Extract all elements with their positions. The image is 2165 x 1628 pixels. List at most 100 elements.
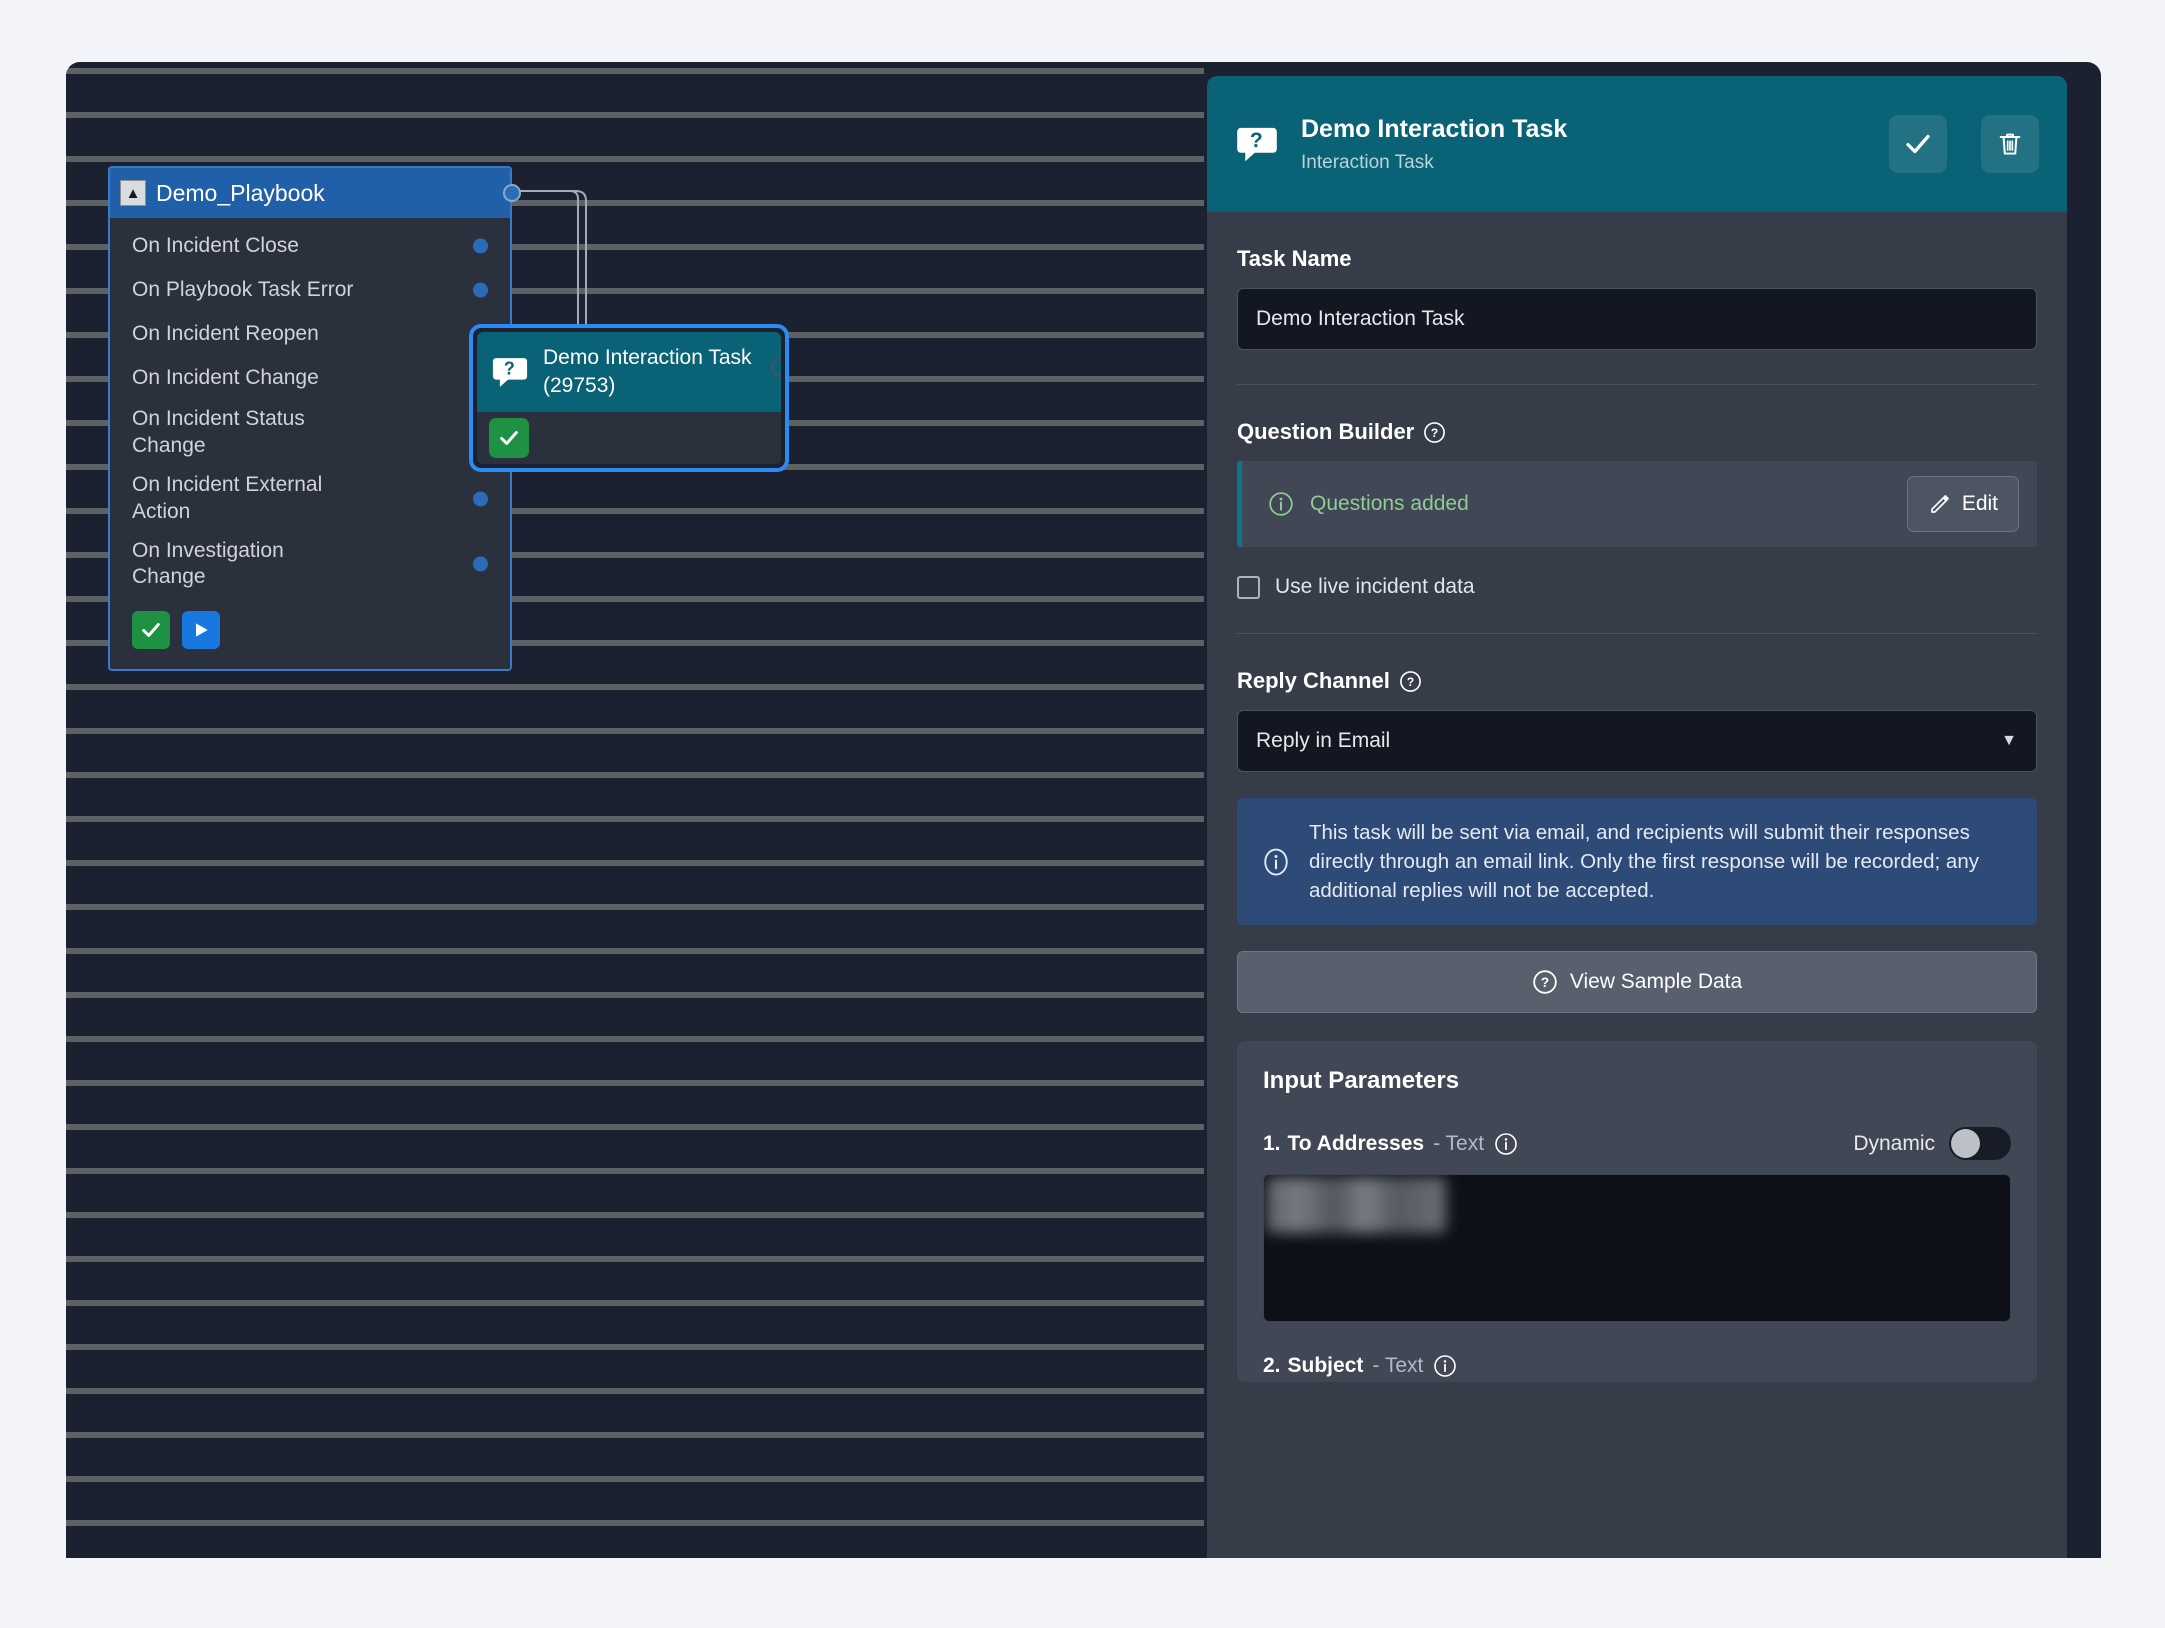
email-info-text: This task will be sent via email, and re…: [1309, 818, 2013, 905]
chevron-up-icon[interactable]: ▲: [120, 180, 146, 206]
question-builder-label-text: Question Builder: [1237, 419, 1414, 445]
task-name-input[interactable]: [1237, 288, 2037, 350]
svg-text:?: ?: [1407, 674, 1414, 688]
divider: [1237, 633, 2037, 634]
to-addresses-input[interactable]: [1263, 1174, 2011, 1322]
task-details-panel: ? Demo Interaction Task Interaction Task: [1207, 76, 2067, 1558]
playbook-node-header[interactable]: ▲ Demo_Playbook: [110, 168, 510, 218]
check-icon: [498, 427, 520, 449]
panel-body: Task Name Question Builder ? Questions a…: [1207, 212, 2067, 1558]
trigger-port[interactable]: [473, 557, 488, 572]
trigger-row[interactable]: On Incident External Action: [110, 466, 510, 532]
pencil-icon: [1928, 492, 1952, 516]
app-window: ▲ Demo_Playbook On Incident Close On Pla…: [66, 62, 2101, 1558]
playbook-canvas[interactable]: ▲ Demo_Playbook On Incident Close On Pla…: [66, 62, 1204, 1558]
info-circle-icon[interactable]: [1494, 1132, 1518, 1156]
param-type: - Text: [1372, 1354, 1423, 1378]
reply-channel-label-text: Reply Channel: [1237, 668, 1390, 694]
trigger-row[interactable]: On Investigation Change: [110, 532, 510, 598]
question-circle-icon[interactable]: ?: [1399, 670, 1422, 693]
edit-button-label: Edit: [1962, 492, 1998, 516]
trigger-label: On Playbook Task Error: [132, 277, 353, 304]
questions-status-text: Questions added: [1310, 492, 1891, 516]
input-parameters-title: Input Parameters: [1263, 1067, 2011, 1095]
delete-button[interactable]: [1981, 115, 2039, 173]
reply-channel-selected-value: Reply in Email: [1256, 729, 1390, 753]
trash-icon: [1996, 130, 2024, 158]
divider: [1237, 384, 2037, 385]
param-row-subject: 2. Subject - Text: [1263, 1354, 2011, 1378]
trigger-row[interactable]: On Incident Change: [110, 356, 510, 400]
use-live-incident-data-checkbox[interactable]: [1237, 576, 1260, 599]
save-button[interactable]: [1889, 115, 1947, 173]
trigger-row[interactable]: On Playbook Task Error: [110, 268, 510, 312]
run-button[interactable]: [182, 611, 220, 649]
trigger-row[interactable]: On Incident Close: [110, 224, 510, 268]
view-sample-data-button[interactable]: ? View Sample Data: [1237, 951, 2037, 1013]
param-row-to-addresses: 1. To Addresses - Text Dynamic: [1263, 1127, 2011, 1160]
trigger-label: On Incident Status Change: [132, 406, 362, 460]
trigger-port[interactable]: [473, 491, 488, 506]
task-node-title-line1: Demo Interaction Task: [543, 344, 752, 372]
toggle-knob: [1951, 1129, 1980, 1158]
task-node-title: Demo Interaction Task (29753): [543, 344, 752, 399]
panel-title: Demo Interaction Task: [1301, 115, 1867, 144]
trigger-label: On Incident Change: [132, 365, 319, 392]
dynamic-toggle[interactable]: [1949, 1127, 2011, 1160]
edit-questions-button[interactable]: Edit: [1907, 476, 2019, 532]
interaction-task-node[interactable]: ? Demo Interaction Task (29753): [469, 324, 789, 472]
trigger-port[interactable]: [473, 283, 488, 298]
trigger-row[interactable]: On Incident Status Change: [110, 400, 510, 466]
panel-header: ? Demo Interaction Task Interaction Task: [1207, 76, 2067, 212]
check-icon: [140, 619, 162, 641]
reply-channel-select[interactable]: Reply in Email: [1237, 710, 2037, 772]
info-circle-icon[interactable]: [1433, 1354, 1457, 1378]
task-node-id: (29753): [543, 372, 752, 400]
validate-button[interactable]: [132, 611, 170, 649]
task-node-inner: ? Demo Interaction Task (29753): [477, 332, 781, 464]
trigger-label: On Incident Reopen: [132, 321, 319, 348]
trigger-label: On Investigation Change: [132, 538, 362, 592]
param-name: Subject: [1288, 1354, 1364, 1378]
playbook-node[interactable]: ▲ Demo_Playbook On Incident Close On Pla…: [108, 166, 512, 671]
question-circle-icon[interactable]: ?: [1423, 421, 1446, 444]
param-index: 1.: [1263, 1132, 1281, 1156]
task-name-label: Task Name: [1237, 246, 2037, 272]
check-icon: [1903, 129, 1933, 159]
svg-text:?: ?: [1541, 975, 1549, 990]
svg-text:?: ?: [1431, 425, 1438, 439]
questions-status-banner: Questions added Edit: [1237, 461, 2037, 547]
task-validate-button[interactable]: [489, 418, 529, 458]
use-live-incident-data-row[interactable]: Use live incident data: [1237, 575, 2037, 599]
use-live-incident-data-label: Use live incident data: [1275, 575, 1475, 599]
panel-subtitle: Interaction Task: [1301, 152, 1867, 174]
playbook-title: Demo_Playbook: [156, 180, 325, 207]
playbook-output-port[interactable]: [503, 184, 521, 202]
reply-channel-label: Reply Channel ?: [1237, 668, 2037, 694]
playbook-node-actions: [110, 597, 510, 669]
trigger-list: On Incident Close On Playbook Task Error…: [110, 218, 510, 597]
trigger-label: On Incident External Action: [132, 472, 362, 526]
param-index: 2.: [1263, 1354, 1281, 1378]
panel-header-text: Demo Interaction Task Interaction Task: [1301, 115, 1867, 174]
param-type: - Text: [1433, 1132, 1484, 1156]
svg-text:?: ?: [504, 359, 515, 379]
trigger-row[interactable]: On Incident Reopen: [110, 312, 510, 356]
reply-channel-select-wrap: Reply in Email ▼: [1237, 710, 2037, 772]
task-node-header[interactable]: ? Demo Interaction Task (29753): [477, 332, 781, 412]
trigger-port[interactable]: [473, 239, 488, 254]
task-node-footer: [477, 412, 781, 464]
email-info-banner: This task will be sent via email, and re…: [1237, 798, 2037, 925]
svg-text:?: ?: [1250, 129, 1263, 152]
trigger-label: On Incident Close: [132, 233, 299, 260]
info-circle-icon: [1261, 847, 1291, 877]
dynamic-label: Dynamic: [1853, 1132, 1935, 1156]
question-circle-icon: ?: [1532, 969, 1558, 995]
input-parameters-section: Input Parameters 1. To Addresses - Text …: [1237, 1041, 2037, 1382]
play-icon: [191, 620, 211, 640]
view-sample-data-label: View Sample Data: [1570, 970, 1742, 994]
redacted-value: [1266, 1177, 1446, 1233]
question-bubble-icon: ?: [491, 353, 529, 391]
question-bubble-icon: ?: [1235, 122, 1279, 166]
question-builder-label: Question Builder ?: [1237, 419, 2037, 445]
